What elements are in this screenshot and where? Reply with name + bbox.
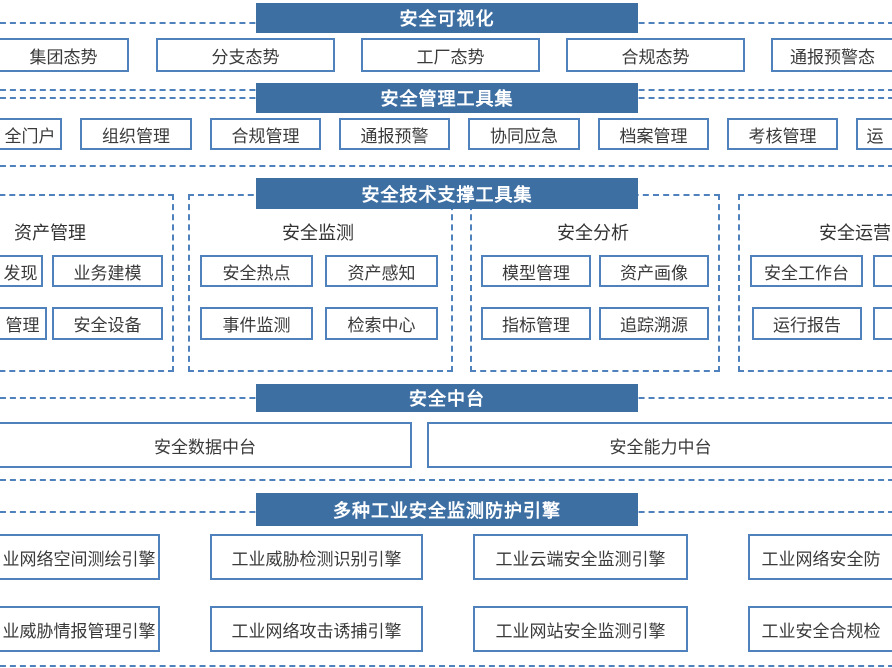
box-security-data-platform: 安全数据中台 — [0, 422, 412, 468]
box-mgmt: 管理 — [0, 307, 47, 340]
engine-attack-decoy: 工业网络攻击诱捕引擎 — [210, 606, 423, 652]
banner-management: 安全管理工具集 — [256, 83, 638, 113]
box-security-workbench: 安全工作台 — [750, 255, 863, 287]
box-compliance-situation: 合规态势 — [566, 38, 745, 72]
box-stub-top — [873, 255, 892, 287]
box-security-hotspot: 安全热点 — [200, 255, 313, 287]
engine-cyberspace-mapping: 业网络空间测绘引擎 — [0, 534, 160, 580]
box-collab-response: 协同应急 — [468, 118, 580, 150]
box-archive-mgmt: 档案管理 — [598, 118, 709, 150]
engine-threat-detection: 工业威胁检测识别引擎 — [210, 534, 423, 580]
label-security-monitoring: 安全监测 — [282, 223, 354, 243]
box-security-device: 安全设备 — [52, 307, 163, 340]
label-security-analysis: 安全分析 — [557, 223, 629, 243]
box-org-mgmt: 组织管理 — [80, 118, 192, 150]
box-stub-bottom — [873, 307, 892, 340]
group-frame-security-operation — [738, 194, 892, 372]
engine-website-monitoring: 工业网站安全监测引擎 — [473, 606, 688, 652]
box-search-center: 检索中心 — [325, 307, 438, 340]
box-compliance-mgmt: 合规管理 — [210, 118, 321, 150]
group-frame-asset-mgmt — [0, 194, 174, 372]
box-model-mgmt: 模型管理 — [481, 255, 591, 287]
engine-cloud-monitoring: 工业云端安全监测引擎 — [473, 534, 688, 580]
label-security-operation: 安全运营 — [819, 223, 891, 243]
label-asset-mgmt: 资产管理 — [14, 223, 86, 243]
box-factory-situation: 工厂态势 — [361, 38, 540, 72]
box-discovery: 发现 — [0, 255, 43, 287]
box-trace-source: 追踪溯源 — [599, 307, 709, 340]
box-ops: 运 — [856, 118, 892, 150]
engine-threat-intel: 业威胁情报管理引擎 — [0, 606, 160, 652]
engine-network-protection: 工业网络安全防 — [748, 534, 892, 580]
banner-engines: 多种工业安全监测防护引擎 — [256, 493, 638, 526]
box-assessment-mgmt: 考核管理 — [727, 118, 838, 150]
box-asset-profile: 资产画像 — [599, 255, 709, 287]
box-alert-situation: 通报预警态 — [771, 38, 892, 72]
banner-visualization: 安全可视化 — [256, 3, 638, 33]
engine-compliance-check: 工业安全合规检 — [748, 606, 892, 652]
box-business-modeling: 业务建模 — [52, 255, 163, 287]
box-notify-warning: 通报预警 — [339, 118, 450, 150]
box-group-situation: 集团态势 — [0, 38, 129, 72]
box-event-monitoring: 事件监测 — [200, 307, 313, 340]
banner-tech-support: 安全技术支撑工具集 — [256, 178, 638, 209]
box-indicator-mgmt: 指标管理 — [481, 307, 591, 340]
box-security-capability-platform: 安全能力中台 — [427, 422, 892, 468]
box-portal: 全门户 — [0, 118, 62, 150]
box-operation-report: 运行报告 — [752, 307, 862, 340]
box-branch-situation: 分支态势 — [156, 38, 335, 72]
banner-middle-platform: 安全中台 — [256, 384, 638, 412]
box-asset-awareness: 资产感知 — [325, 255, 438, 287]
